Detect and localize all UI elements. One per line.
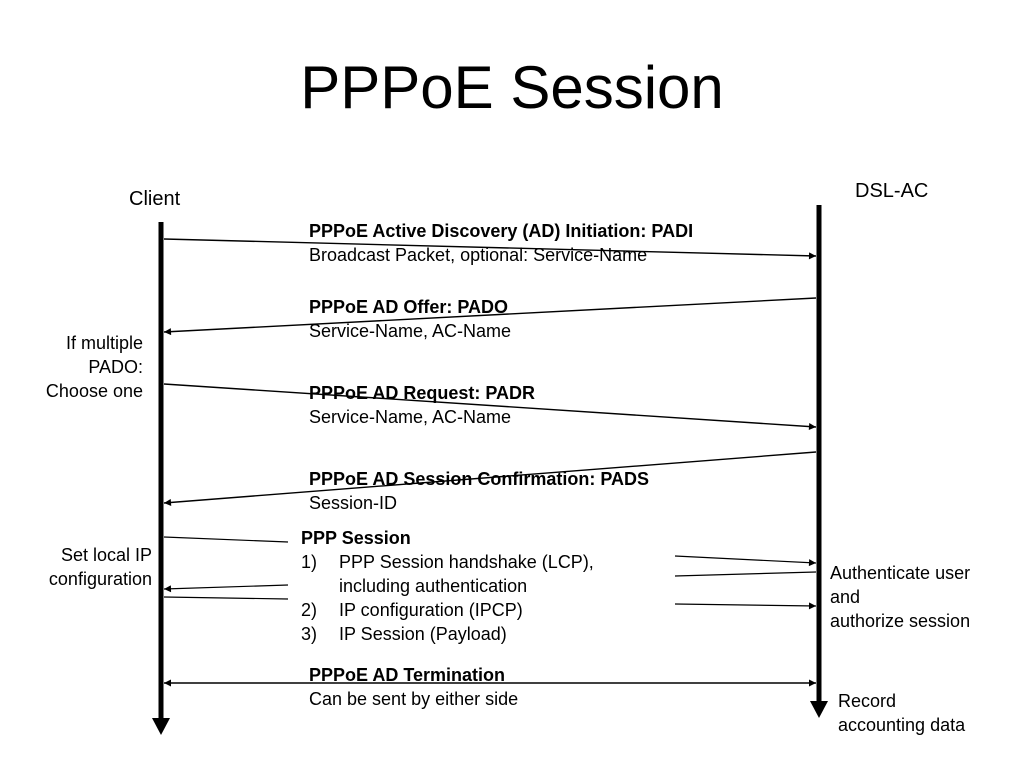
note-line: and bbox=[830, 587, 861, 607]
note-line: Choose one bbox=[45, 381, 143, 401]
ppp-session-start-line bbox=[163, 536, 289, 543]
padt-message: PPPoE AD Termination Can be sent by eith… bbox=[309, 663, 518, 711]
note-line: If multiple bbox=[65, 333, 143, 353]
ip-config-note: Set local IP configuration bbox=[49, 543, 152, 591]
pado-choice-note: If multiple PADO: Choose one bbox=[46, 331, 143, 403]
message-detail: Service-Name, AC-Name bbox=[309, 321, 512, 341]
pado-message: PPPoE AD Offer: PADO Service-Name, AC-Na… bbox=[309, 295, 511, 343]
server-label: DSL-AC bbox=[855, 180, 929, 202]
accounting-note: Record accounting data bbox=[838, 689, 965, 737]
ppp-session-heading: PPP Session bbox=[301, 528, 411, 548]
message-detail: Service-Name, AC-Name bbox=[309, 407, 512, 427]
server-lifeline-arrowhead bbox=[810, 701, 828, 718]
note-line: accounting data bbox=[838, 715, 966, 735]
list-text: IP Session (Payload) bbox=[339, 624, 507, 644]
message-heading: PPPoE Active Discovery (AD) Initiation: … bbox=[309, 221, 694, 241]
note-line: PADO: bbox=[88, 357, 143, 377]
pads-arrow bbox=[163, 451, 817, 506]
padi-message: PPPoE Active Discovery (AD) Initiation: … bbox=[309, 219, 693, 267]
lcp-reply-arrow bbox=[163, 584, 289, 593]
lcp-request-arrow bbox=[674, 555, 817, 567]
padr-message: PPPoE AD Request: PADR Service-Name, AC-… bbox=[309, 381, 535, 429]
message-heading: PPPoE AD Termination bbox=[309, 665, 506, 685]
note-line: authorize session bbox=[830, 611, 971, 631]
pads-message: PPPoE AD Session Confirmation: PADS Sess… bbox=[309, 467, 649, 515]
list-item: 1) PPP Session handshake (LCP), bbox=[301, 550, 594, 574]
list-number: 3) bbox=[301, 624, 318, 644]
list-item: 2) IP configuration (IPCP) bbox=[301, 598, 594, 622]
list-item-continuation: including authentication bbox=[339, 576, 528, 596]
message-heading: PPPoE AD Offer: PADO bbox=[309, 297, 509, 317]
ipcp-line bbox=[163, 596, 289, 600]
message-detail: Broadcast Packet, optional: Service-Name bbox=[309, 245, 648, 265]
list-text: IP configuration (IPCP) bbox=[339, 600, 523, 620]
message-heading: PPPoE AD Request: PADR bbox=[309, 383, 536, 403]
note-line: configuration bbox=[48, 569, 152, 589]
list-text: PPP Session handshake (LCP), bbox=[339, 552, 594, 572]
page-title: PPPoE Session bbox=[300, 54, 724, 121]
message-detail: Session-ID bbox=[309, 493, 398, 513]
message-detail: Can be sent by either side bbox=[309, 689, 519, 709]
note-line: Set local IP bbox=[60, 545, 152, 565]
list-number: 1) bbox=[301, 552, 318, 572]
list-item: 3) IP Session (Payload) bbox=[301, 622, 594, 646]
ppp-session-block: PPP Session 1) PPP Session handshake (LCP… bbox=[301, 526, 594, 646]
padr-arrow bbox=[163, 383, 817, 431]
auth-note: Authenticate user and authorize session bbox=[830, 561, 970, 633]
pado-arrow bbox=[163, 297, 817, 336]
ipcp-arrow bbox=[674, 602, 817, 610]
client-label: Client bbox=[129, 188, 181, 210]
padi-arrow bbox=[163, 238, 817, 260]
note-line: Record bbox=[838, 691, 897, 711]
note-line: Authenticate user bbox=[830, 563, 971, 583]
lcp-reply-line bbox=[674, 571, 817, 577]
client-lifeline-arrowhead bbox=[152, 718, 170, 735]
message-heading: PPPoE AD Session Confirmation: PADS bbox=[309, 469, 650, 489]
list-number: 2) bbox=[301, 600, 318, 620]
